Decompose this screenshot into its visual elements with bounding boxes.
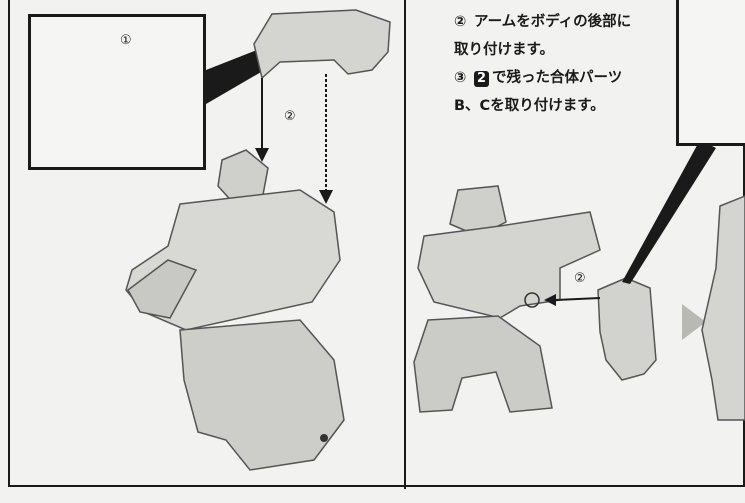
arm-part xyxy=(253,9,391,80)
detail-inset-right xyxy=(676,0,745,146)
callout-step2-left: ② xyxy=(284,109,296,124)
right-robot xyxy=(413,185,601,413)
part-c xyxy=(597,277,657,381)
zoom-pointer xyxy=(206,48,268,104)
zoom-pointer-right xyxy=(622,140,716,284)
left-robot xyxy=(125,149,345,471)
callout-step1: ① xyxy=(120,33,132,48)
callout-step2-right: ② xyxy=(574,271,586,286)
next-arrow xyxy=(682,304,706,340)
detail-inset xyxy=(28,14,206,170)
step-3-cont: B、Cを取り付けます。 xyxy=(454,98,605,114)
step-2-cont: 取り付けます。 xyxy=(454,42,555,58)
panel-divider xyxy=(404,0,406,489)
step-badge: 2 xyxy=(474,71,490,87)
final-robot-partial xyxy=(701,195,745,421)
